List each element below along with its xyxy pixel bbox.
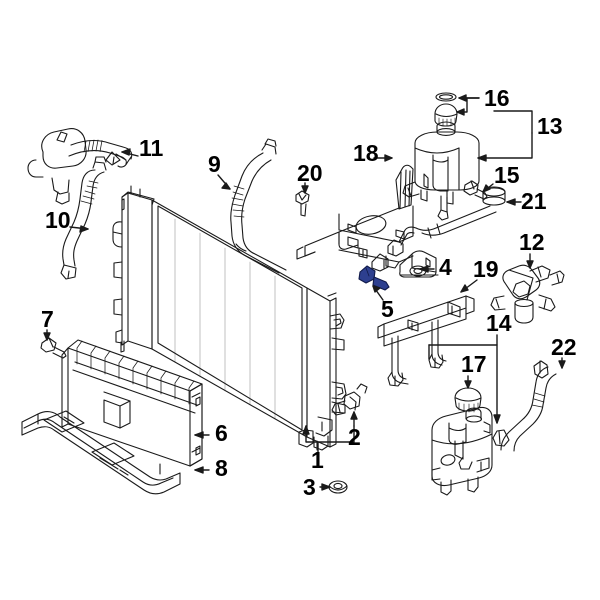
part-4-upper-mount-bracket [399,250,439,278]
callout-3[interactable]: 3 [303,474,316,500]
part-21-reservoir-hose [387,186,506,257]
callout-21[interactable]: 21 [521,188,547,214]
callout-19[interactable]: 19 [473,256,499,282]
part-22-auxiliary-reservoir-hose [492,360,557,452]
part-5-mounting-bolt [358,265,390,291]
callout-14[interactable]: 14 [486,310,512,336]
part-14-auxiliary-reservoir [431,387,493,496]
callout-22[interactable]: 22 [551,334,577,360]
callout-15[interactable]: 15 [494,162,520,188]
callout-13[interactable]: 13 [537,113,563,139]
callout-9[interactable]: 9 [208,151,221,177]
callout-16[interactable]: 16 [484,85,510,111]
part-6-condenser [61,339,203,467]
callout-1[interactable]: 1 [311,447,324,473]
part-8-lower-air-deflector [21,410,181,495]
callout-20[interactable]: 20 [297,160,323,186]
part-3-drain-plug-seal [328,480,348,494]
part-1-radiator [112,185,347,451]
callout-2[interactable]: 2 [348,424,361,450]
part-19-lower-support-bracket [377,295,475,387]
callout-7[interactable]: 7 [41,306,54,332]
callout-10[interactable]: 10 [45,207,71,233]
part-9-inlet-coolant-hose [230,138,287,274]
callout-4[interactable]: 4 [439,254,452,280]
part-13-coolant-reservoir [402,92,480,221]
part-2-drain-fitting [331,383,368,416]
callout-17[interactable]: 17 [461,351,487,377]
leader-lines [43,94,566,491]
part-7-condenser-bolt [40,337,67,359]
part-11-auxiliary-pump-hose [27,128,133,205]
callout-11[interactable]: 11 [139,135,164,161]
callout-18[interactable]: 18 [353,140,379,166]
callout-8[interactable]: 8 [215,455,228,481]
callout-5[interactable]: 5 [381,296,394,322]
part-12-coolant-control-valve [490,264,565,324]
callout-12[interactable]: 12 [519,229,545,255]
part-20-bracket-bolt [295,190,310,217]
part-10-outlet-coolant-hose [60,156,107,280]
callout-6[interactable]: 6 [215,420,228,446]
part-15-reservoir-bolt [463,180,488,200]
